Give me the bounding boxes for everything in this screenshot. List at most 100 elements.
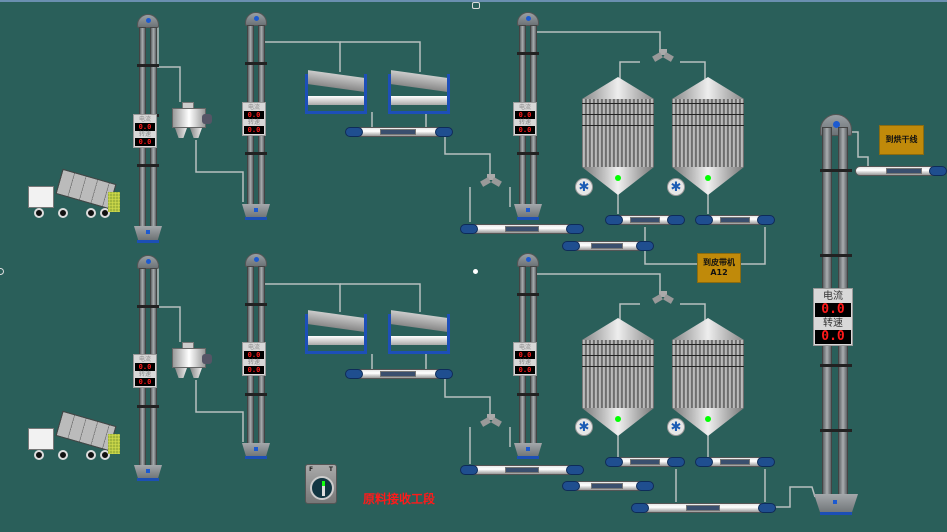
belt-conveyor-11[interactable]: [631, 503, 776, 513]
aeration-fan-4[interactable]: ✱: [667, 418, 685, 436]
speed-label: 转速: [247, 119, 260, 126]
tag-label-code: A12: [710, 268, 728, 277]
elevator-head: [517, 253, 539, 267]
diverter-valve-3[interactable]: [480, 414, 502, 428]
elevator-head: [517, 12, 539, 26]
belt-conveyor-1[interactable]: [345, 127, 453, 137]
current-label: 电流: [247, 104, 260, 111]
status-led: [705, 175, 711, 181]
elevator-4-readout: 电流 0.0 转速 0.0: [133, 354, 157, 388]
current-label: 电流: [138, 116, 151, 123]
elevator-boot: [514, 443, 542, 457]
status-led: [615, 416, 621, 422]
belt-conveyor-8[interactable]: [605, 457, 685, 467]
ft-selector-switch[interactable]: F T: [305, 464, 337, 504]
switch-label-f: F: [309, 466, 314, 473]
vibrating-screen-1[interactable]: [305, 68, 367, 114]
speed-value: 0.0: [244, 126, 264, 134]
current-value: 0.0: [515, 111, 535, 119]
status-led: [705, 416, 711, 422]
tag-label: 到烘干线: [885, 135, 918, 144]
current-value: 0.0: [515, 351, 535, 359]
silo-2[interactable]: [672, 77, 744, 227]
fan-icon: ✱: [578, 179, 590, 195]
speed-value: 0.0: [515, 366, 535, 374]
main-elevator-readout: 电流 0.0 转速 0.0: [813, 288, 853, 346]
speed-label: 转速: [518, 359, 531, 366]
section-title: 原料接收工段: [363, 492, 436, 506]
left-handle[interactable]: [0, 268, 4, 275]
silo-4[interactable]: [672, 318, 744, 468]
speed-label: 转速: [138, 131, 151, 138]
speed-label: 转速: [518, 119, 531, 126]
elevator-boot: [514, 204, 542, 218]
current-value: 0.0: [815, 303, 851, 317]
vibrating-screen-3[interactable]: [305, 308, 367, 354]
speed-value: 0.0: [135, 138, 155, 146]
elevator-boot: [242, 443, 270, 457]
current-value: 0.0: [244, 351, 264, 359]
switch-indicator: [322, 481, 325, 486]
tag-label: 到皮带机: [703, 258, 735, 267]
elevator-boot: [134, 465, 162, 479]
fan-icon: ✱: [578, 419, 590, 435]
current-value: 0.0: [135, 123, 155, 131]
belt-conveyor-7[interactable]: [460, 465, 584, 475]
diverter-valve-2[interactable]: [652, 49, 674, 63]
switch-label-t: T: [328, 466, 333, 473]
aeration-fan-2[interactable]: ✱: [667, 178, 685, 196]
speed-value: 0.0: [515, 126, 535, 134]
pre-cleaner-2[interactable]: [172, 342, 212, 380]
status-led: [615, 175, 621, 181]
elevator-head: [245, 253, 267, 267]
current-label: 电流: [823, 291, 843, 302]
belt-conveyor-4[interactable]: [695, 215, 775, 225]
grain-pile: [108, 434, 120, 454]
elevator-5-readout: 电流 0.0 转速 0.0: [242, 342, 266, 376]
to-dryer-line-tag[interactable]: 到烘干线: [879, 125, 924, 155]
belt-conveyor-2[interactable]: [460, 224, 584, 234]
dump-truck-1[interactable]: [28, 168, 120, 218]
silo-3[interactable]: [582, 318, 654, 468]
elevator-3-readout: 电流 0.0 转速 0.0: [513, 102, 537, 136]
speed-value: 0.0: [244, 366, 264, 374]
speed-label: 转速: [138, 371, 151, 378]
elevator-6-readout: 电流 0.0 转速 0.0: [513, 342, 537, 376]
belt-conveyor-10[interactable]: [562, 481, 654, 491]
current-value: 0.0: [244, 111, 264, 119]
elevator-boot: [134, 226, 162, 240]
elevator-boot: [814, 494, 858, 514]
current-label: 电流: [138, 356, 151, 363]
top-handle[interactable]: [472, 2, 480, 9]
belt-conveyor-3[interactable]: [605, 215, 685, 225]
silo-1[interactable]: [582, 77, 654, 227]
grain-pile: [108, 192, 120, 212]
speed-label: 转速: [247, 359, 260, 366]
pre-cleaner-1[interactable]: [172, 102, 212, 140]
vibrating-screen-2[interactable]: [388, 68, 450, 114]
aeration-fan-3[interactable]: ✱: [575, 418, 593, 436]
current-value: 0.0: [135, 363, 155, 371]
elevator-2-readout: 电流 0.0 转速 0.0: [242, 102, 266, 136]
vibrating-screen-4[interactable]: [388, 308, 450, 354]
current-label: 电流: [518, 104, 531, 111]
diverter-valve-1[interactable]: [480, 174, 502, 188]
belt-conveyor-9[interactable]: [695, 457, 775, 467]
speed-label: 转速: [823, 318, 843, 329]
speed-value: 0.0: [135, 378, 155, 386]
diverter-valve-4[interactable]: [652, 291, 674, 305]
elevator-1-readout: 电流 0.0 转速 0.0: [133, 114, 157, 148]
fan-icon: ✱: [670, 419, 682, 435]
fan-icon: ✱: [670, 179, 682, 195]
dryer-feed-conveyor[interactable]: [855, 166, 947, 176]
current-label: 电流: [247, 344, 260, 351]
belt-conveyor-6[interactable]: [345, 369, 453, 379]
elevator-boot: [242, 204, 270, 218]
dump-truck-2[interactable]: [28, 410, 120, 460]
belt-conveyor-5[interactable]: [562, 241, 654, 251]
switch-dial[interactable]: [310, 476, 334, 500]
marker-dot: [473, 269, 478, 274]
aeration-fan-1[interactable]: ✱: [575, 178, 593, 196]
